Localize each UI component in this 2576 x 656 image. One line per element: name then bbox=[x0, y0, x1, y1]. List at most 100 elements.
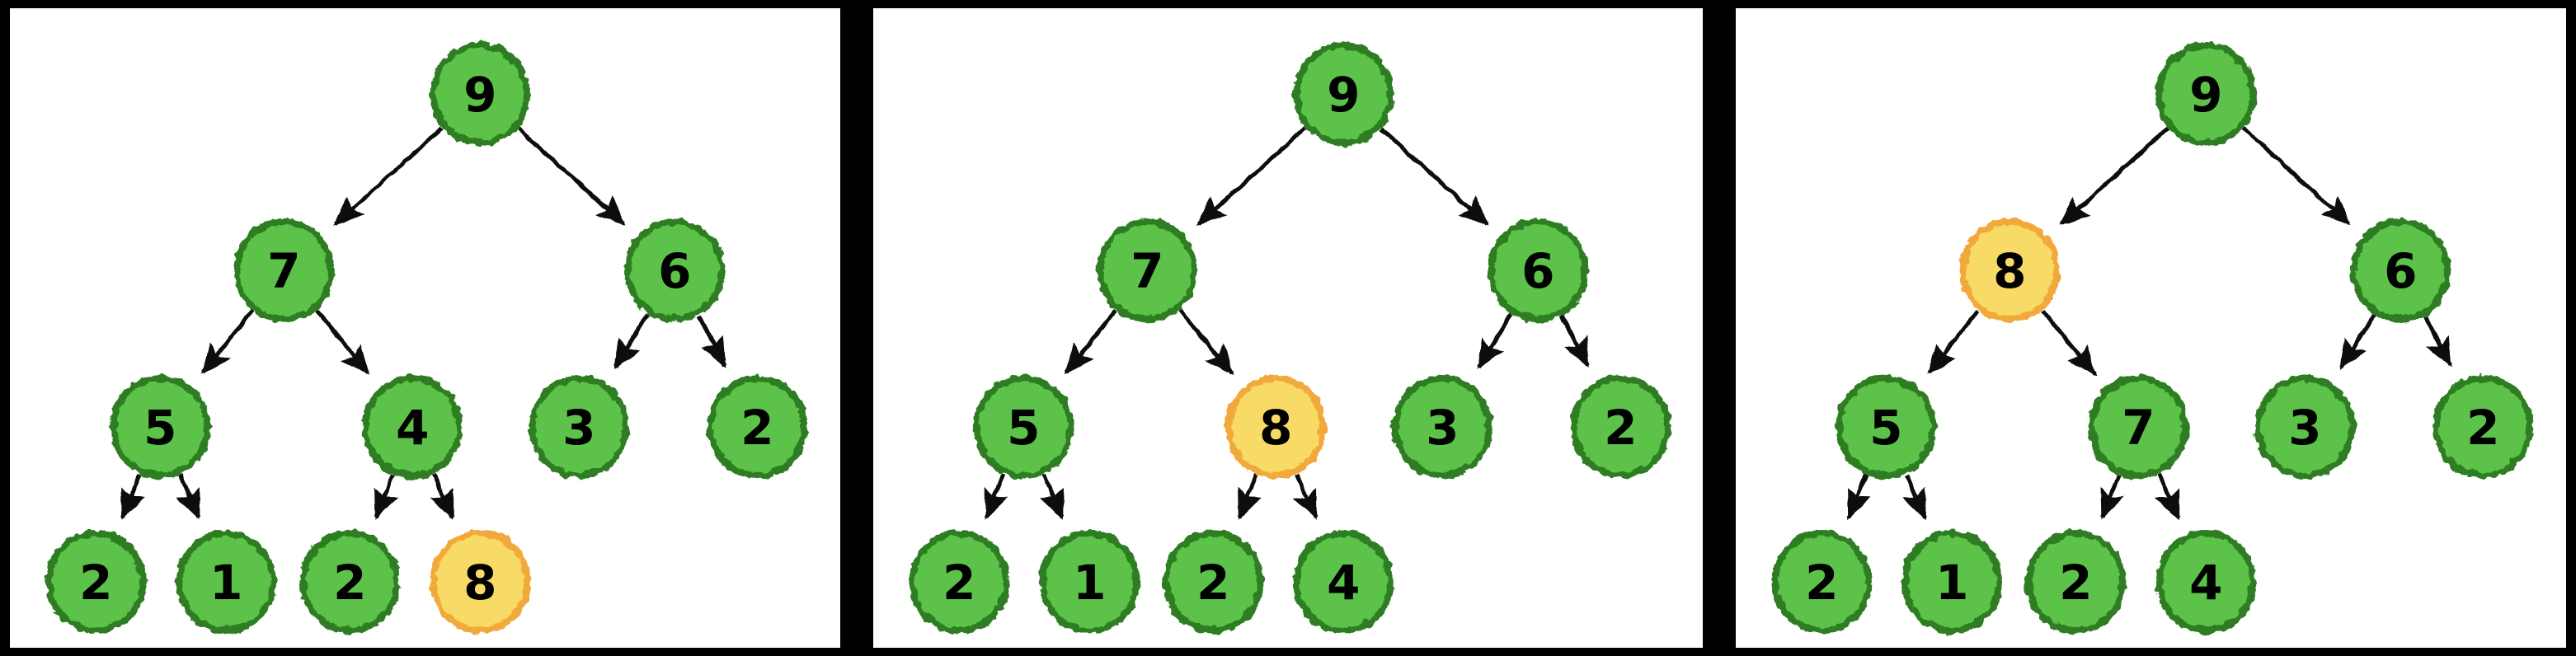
node-circle bbox=[430, 530, 531, 634]
tree-node: 2 bbox=[2433, 375, 2534, 479]
node-circle bbox=[2088, 375, 2189, 479]
tree-node: 7 bbox=[2088, 375, 2189, 479]
node-circle bbox=[176, 530, 277, 634]
node-label: 9 bbox=[463, 67, 496, 123]
tree-node: 2 bbox=[45, 530, 147, 634]
node-circle bbox=[430, 42, 531, 146]
node-label: 2 bbox=[942, 555, 975, 611]
tree-node: 2 bbox=[909, 530, 1010, 634]
tree-node: 4 bbox=[1293, 530, 1394, 634]
node-label: 2 bbox=[79, 555, 112, 611]
node-label: 3 bbox=[562, 400, 595, 456]
tree-node: 5 bbox=[1836, 375, 1937, 479]
node-circle bbox=[45, 530, 147, 634]
edge-arrow bbox=[2041, 308, 2097, 376]
tree-node: 6 bbox=[624, 218, 726, 322]
node-circle bbox=[909, 530, 1010, 634]
edge-arrow bbox=[430, 473, 454, 521]
node-label: 2 bbox=[2467, 400, 2500, 456]
tree-node: 2 bbox=[1163, 530, 1264, 634]
tree-node: 1 bbox=[1901, 530, 2003, 634]
node-circle bbox=[362, 375, 463, 479]
tree-node: 1 bbox=[176, 530, 277, 634]
edge-arrow bbox=[333, 126, 444, 226]
node-label: 1 bbox=[1073, 555, 1106, 611]
edge-arrow bbox=[1178, 308, 1234, 376]
edge-arrow bbox=[1065, 309, 1117, 375]
node-circle bbox=[110, 375, 211, 479]
node-label: 4 bbox=[1327, 555, 1360, 611]
node-label: 4 bbox=[2190, 555, 2223, 611]
edge-arrow bbox=[374, 474, 398, 520]
edge-arrow bbox=[613, 312, 650, 370]
tree-node-highlighted: 8 bbox=[1225, 375, 1327, 479]
edge-arrow bbox=[697, 315, 727, 368]
tree-node: 7 bbox=[233, 218, 335, 322]
binary-tree-svg: 9 7 6 5 8 3 2 2 1 2 4 bbox=[909, 42, 1671, 634]
tree-node: 2 bbox=[299, 530, 401, 634]
node-label: 1 bbox=[209, 555, 242, 611]
edge-arrow bbox=[2339, 312, 2376, 370]
node-label: 8 bbox=[463, 555, 496, 611]
node-label: 2 bbox=[2060, 555, 2093, 611]
tree-node: 2 bbox=[707, 375, 808, 479]
node-label: 9 bbox=[2190, 67, 2223, 123]
node-label: 6 bbox=[658, 243, 691, 299]
binary-tree-svg: 9 7 6 5 4 3 2 2 1 2 8 bbox=[45, 42, 808, 634]
edge-group bbox=[984, 126, 1590, 521]
tree-node: 3 bbox=[2254, 375, 2356, 479]
tree-node: 5 bbox=[973, 375, 1074, 479]
node-circle bbox=[2350, 218, 2451, 322]
edge-arrow bbox=[1039, 473, 1065, 520]
node-circle bbox=[529, 375, 630, 479]
edge-arrow bbox=[2423, 315, 2453, 368]
tree-node: 2 bbox=[1771, 530, 1873, 634]
edge-arrow bbox=[1196, 126, 1307, 226]
node-circle bbox=[233, 218, 335, 322]
edge-arrow bbox=[2242, 126, 2352, 226]
node-label: 3 bbox=[1426, 400, 1459, 456]
node-label: 5 bbox=[1007, 400, 1040, 456]
tree-node: 9 bbox=[430, 42, 531, 146]
node-label: 6 bbox=[1521, 243, 1554, 299]
node-circle bbox=[1163, 530, 1264, 634]
node-circle bbox=[2433, 375, 2534, 479]
node-label: 7 bbox=[2122, 400, 2155, 456]
tree-node: 2 bbox=[2025, 530, 2127, 634]
tree-node: 9 bbox=[2155, 42, 2257, 146]
edge-arrow bbox=[314, 308, 370, 376]
edge-arrow bbox=[1559, 315, 1590, 368]
node-circle bbox=[1959, 218, 2061, 322]
node-label: 2 bbox=[1604, 400, 1637, 456]
tree-panel-step-1: 9 7 6 5 4 3 2 2 1 2 8 bbox=[10, 8, 840, 648]
edge-arrow bbox=[1292, 473, 1318, 521]
edge-arrow bbox=[120, 473, 145, 520]
node-circle bbox=[2155, 42, 2257, 146]
node-circle bbox=[1771, 530, 1873, 634]
edge-group bbox=[120, 126, 727, 521]
edge-arrow bbox=[1237, 474, 1262, 520]
edge-arrow bbox=[1902, 473, 1927, 520]
node-circle bbox=[1097, 218, 1198, 322]
tree-node: 1 bbox=[1039, 530, 1140, 634]
tree-node: 5 bbox=[110, 375, 211, 479]
edge-arrow bbox=[1380, 126, 1489, 226]
tree-node: 6 bbox=[1488, 218, 1589, 322]
tree-panel-step-2: 9 7 6 5 8 3 2 2 1 2 4 bbox=[872, 8, 1704, 648]
node-label: 9 bbox=[1327, 67, 1360, 123]
node-circle bbox=[1570, 375, 1671, 479]
node-circle bbox=[1225, 375, 1327, 479]
node-label: 4 bbox=[396, 400, 429, 456]
edge-arrow bbox=[1476, 312, 1513, 370]
node-circle bbox=[2254, 375, 2356, 479]
tree-node: 7 bbox=[1097, 218, 1198, 322]
node-circle bbox=[1392, 375, 1493, 479]
node-label: 5 bbox=[143, 400, 176, 456]
node-label: 1 bbox=[1936, 555, 1969, 611]
node-circle bbox=[1293, 530, 1394, 634]
node-circle bbox=[973, 375, 1074, 479]
node-circle bbox=[707, 375, 808, 479]
node-label: 7 bbox=[1131, 243, 1163, 299]
